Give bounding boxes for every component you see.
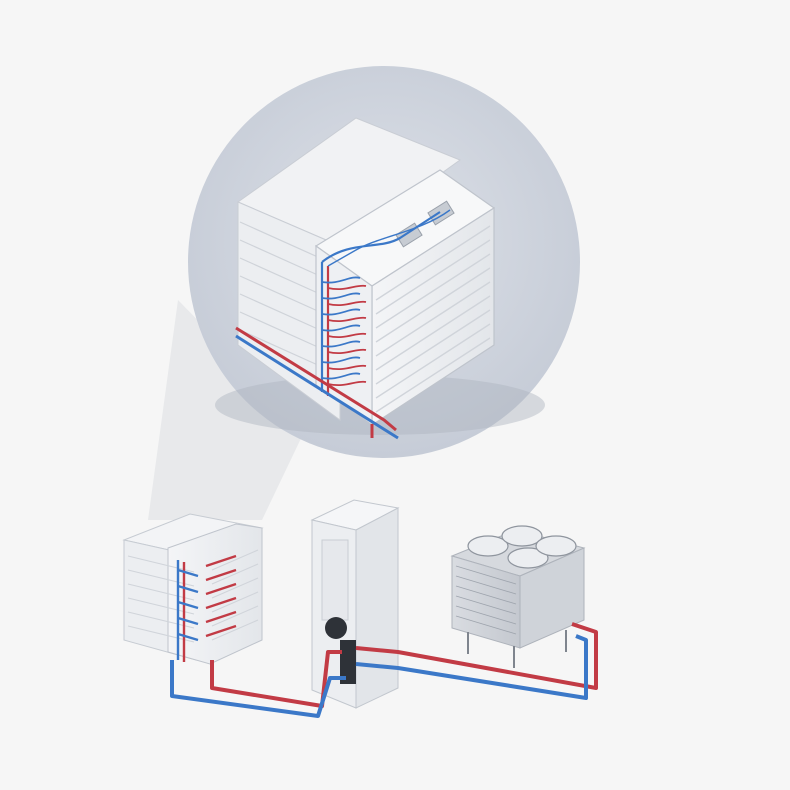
- dry-cooler: [450, 525, 586, 668]
- cooler-fins: [455, 565, 517, 635]
- zoom-cone: [148, 300, 305, 520]
- callout-server-rack: [235, 117, 496, 440]
- hot-pipe-cdu-cooler: [355, 622, 598, 690]
- cold-pipe-cdu-cooler: [355, 634, 588, 700]
- fan-icon: [467, 525, 577, 569]
- cooler-legs: [467, 630, 567, 668]
- pump-icon: [325, 617, 347, 639]
- callout-front-shelves: [375, 225, 491, 413]
- server-rack-cluster: [122, 513, 264, 665]
- callout-floor-pipes: [235, 326, 399, 440]
- cold-pipe-rack-cdu: [170, 660, 346, 718]
- callout-shelf-tubes: [321, 276, 367, 386]
- callout-left-shelves: [239, 221, 321, 367]
- piping-loops: [170, 622, 598, 718]
- coolant-distribution-unit: [310, 499, 400, 709]
- small-rack-tubes: [176, 554, 237, 662]
